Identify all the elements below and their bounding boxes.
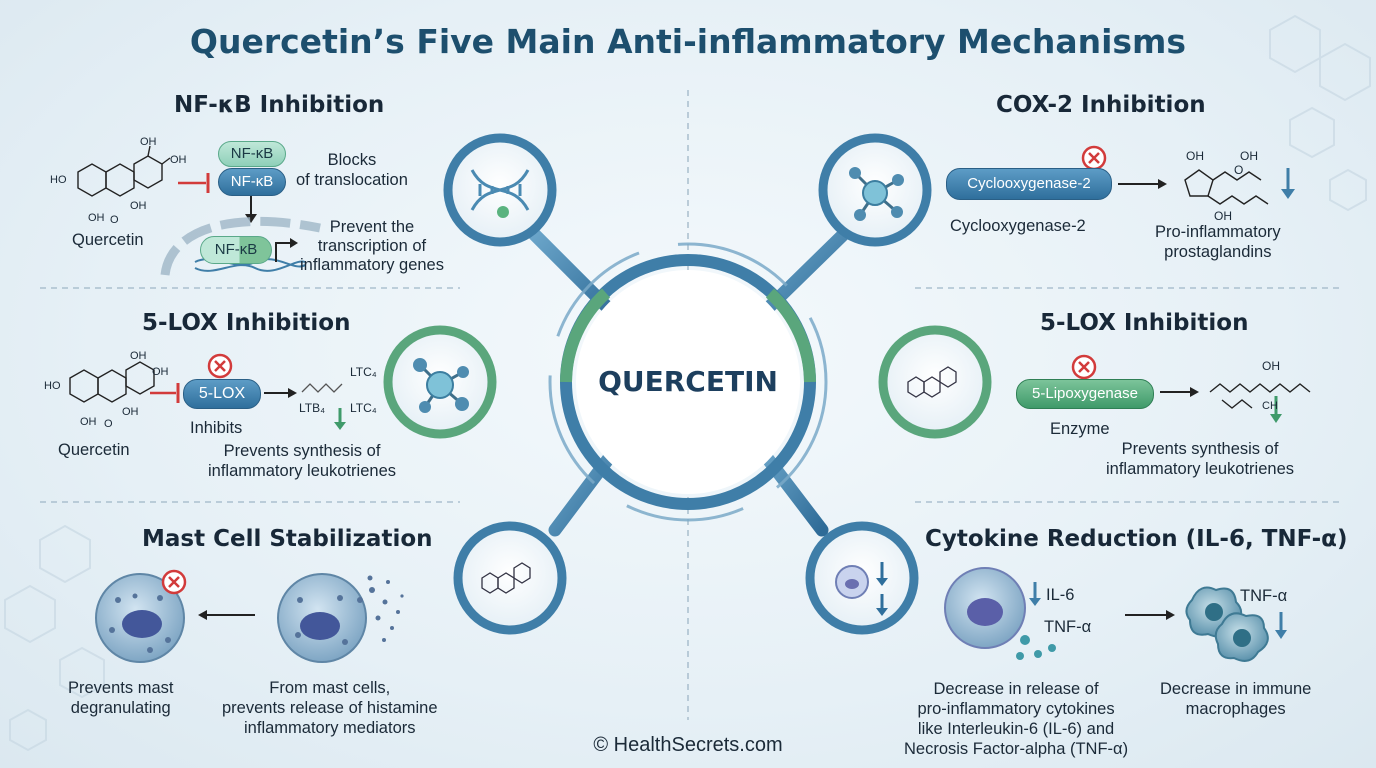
section-dividers <box>40 90 1340 720</box>
macrophage-cells <box>1185 586 1269 662</box>
transcription-arrow <box>275 242 292 262</box>
nfkb-o-label: O <box>110 214 119 226</box>
lox-right-arrow <box>1160 387 1199 397</box>
lox-right-down-arrow <box>1270 396 1282 423</box>
nfkb-oh-label-2: OH <box>170 154 187 166</box>
lox-left-heading: 5-LOX Inhibition <box>142 310 351 336</box>
lt-oh-label: OH <box>1262 359 1280 373</box>
lox-oh-label-4: OH <box>80 416 97 428</box>
cox2-down-arrow <box>1281 168 1295 199</box>
lt-ch-label: CH <box>1262 400 1278 412</box>
background-hexagons <box>4 14 1371 752</box>
tnf-right-down-arrow <box>1275 612 1287 639</box>
lox-left-note: Prevents synthesis of inflammatory leuko… <box>208 442 396 480</box>
footer-copyright: © HealthSecrets.com <box>593 734 783 756</box>
flavonoid-icon-left <box>481 562 531 594</box>
lox-o-label: O <box>104 418 113 430</box>
pg-oh-label-3: OH <box>1214 209 1232 223</box>
prostaglandin-structure <box>1184 169 1269 205</box>
molecule-icon-right <box>849 167 904 221</box>
il6-label: IL-6 <box>1046 586 1075 604</box>
pg-oh-label-1: OH <box>1186 149 1204 163</box>
center-hub <box>548 242 828 522</box>
cox2-heading: COX-2 Inhibition <box>996 92 1206 118</box>
nfkb-pill-dna: NF-κB <box>200 236 272 264</box>
tnf-right-label: TNF-α <box>1240 587 1288 605</box>
leukotriene-structure <box>1209 383 1311 409</box>
cytokine-left-note: Decrease in release of pro-inflammatory … <box>904 680 1129 758</box>
nfkb-inhibit-line <box>178 173 210 193</box>
il6-down-arrow <box>1029 582 1041 606</box>
ltc4-top-label: LTC₄ <box>350 365 377 379</box>
page-title: Quercetin’s Five Main Anti-inflammatory … <box>189 22 1187 61</box>
cell-down-arrow-icon <box>835 562 888 616</box>
lox-quercetin-structure <box>69 361 155 403</box>
nfkb-oh-label-3: OH <box>130 200 147 212</box>
inhibit-x-icon-lox-right <box>1071 354 1097 380</box>
lox-inhibit-line <box>150 383 180 403</box>
ltc4-bottom-label: LTC₄ <box>350 401 377 415</box>
mast-left-note: Prevents mast degranulating <box>68 679 174 717</box>
lox-oh-label-2: OH <box>152 366 169 378</box>
node-dna <box>443 133 557 247</box>
nfkb-blocks-note: Blocks of translocation <box>296 151 408 189</box>
lox-right-heading: 5-LOX Inhibition <box>1040 310 1249 336</box>
dna-icon <box>470 169 530 211</box>
inhibit-x-icon-lox-left <box>207 353 233 379</box>
node-cell-down <box>805 521 919 635</box>
inhibit-x-icon-cox2 <box>1081 145 1107 171</box>
cox2-note: Pro-inflammatory prostaglandins <box>1155 223 1281 261</box>
cytokine-dots <box>1016 635 1056 660</box>
nfkb-ho-label: HO <box>50 174 67 186</box>
nfkb-heading: NF-κB Inhibition <box>174 92 385 118</box>
tnf-left-label: TNF-α <box>1044 618 1092 636</box>
inhibit-x-icon-mast <box>161 569 187 595</box>
lox-oh-label-1: OH <box>130 350 147 362</box>
lox-oh-label-3: OH <box>122 406 139 418</box>
node-flavonoid-right <box>878 325 992 439</box>
lox-pill: 5-LOX <box>183 379 261 409</box>
lox-right-note: Prevents synthesis of inflammatory leuko… <box>1106 440 1294 478</box>
nucleus-membrane <box>160 216 321 276</box>
lox-right-pill: 5-Lipoxygenase <box>1016 379 1154 409</box>
nfkb-pill-blocked: NF-κB <box>218 168 286 196</box>
pg-o-label: O <box>1234 163 1244 177</box>
leukotriene-chain <box>301 383 343 393</box>
ltb4-label: LTB₄ <box>299 401 326 415</box>
mast-arrow-left <box>198 610 255 620</box>
node-flavonoid-left <box>453 521 567 635</box>
nfkb-transcription-note: Prevent the transcription of inflammator… <box>300 218 444 274</box>
nfkb-quercetin-structure <box>77 145 171 197</box>
mast-right-note: From mast cells, prevents release of his… <box>222 679 438 737</box>
cox2-pill: Cyclooxygenase-2 <box>946 168 1112 200</box>
molecule-icon-left <box>413 358 469 413</box>
cox2-enzyme-label: Cyclooxygenase-2 <box>950 217 1086 235</box>
flavonoid-icon-right <box>907 366 957 398</box>
center-quercetin-label: QUERCETIN <box>598 365 778 398</box>
lox-quercetin-label: Quercetin <box>58 441 130 459</box>
mast-heading: Mast Cell Stabilization <box>142 526 433 552</box>
nfkb-pill-cytoplasm: NF-κB <box>218 141 286 167</box>
cytokine-right-note: Decrease in immune macrophages <box>1160 680 1312 718</box>
lox-right-enzyme-label: Enzyme <box>1050 420 1110 438</box>
mast-cell-degranulating <box>277 573 404 663</box>
nfkb-quercetin-label: Quercetin <box>72 231 144 249</box>
nfkb-oh-label-1: OH <box>140 136 157 148</box>
cytokine-heading: Cytokine Reduction (IL-6, TNF-α) <box>925 526 1348 552</box>
lox-inhibits-label: Inhibits <box>190 419 243 437</box>
cytokine-arrow <box>1125 610 1175 620</box>
lox-arrow <box>264 388 297 398</box>
cytokine-cell <box>944 567 1026 649</box>
node-molecule-right <box>818 133 932 247</box>
nfkb-translocation-arrow <box>245 196 257 223</box>
node-molecule-left <box>383 325 497 439</box>
pg-oh-label-2: OH <box>1240 149 1258 163</box>
mast-cell-stable <box>95 573 185 663</box>
nfkb-oh-label-4: OH <box>88 212 105 224</box>
lox-down-arrow <box>334 408 346 430</box>
lox-ho-label: HO <box>44 380 61 392</box>
cox2-arrow <box>1118 179 1167 189</box>
